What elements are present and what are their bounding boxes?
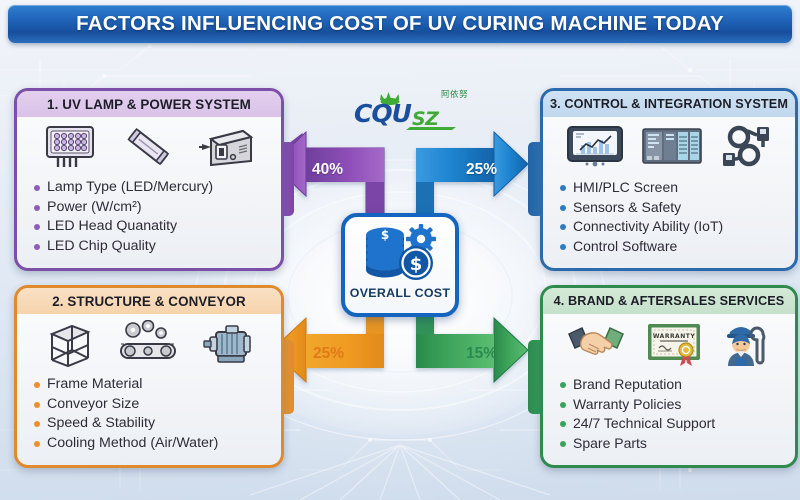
coins-stack-gear-dollar-icon: $ (366, 224, 436, 280)
card-icons-3 (543, 117, 795, 175)
steel-frame-icon (49, 324, 91, 368)
list-item: Spare Parts (559, 434, 795, 454)
handshake-icon (568, 326, 625, 355)
list-item: LED Head Quanatity (33, 217, 281, 237)
power-supply-unit-icon (198, 129, 253, 167)
svg-text:$: $ (410, 254, 423, 275)
arrow-label-bottom-right: 15% (466, 345, 498, 362)
quadrant-card-structure-conveyor[interactable]: 2. STRUCTURE & CONVEYOR (14, 285, 284, 468)
list-item: Cooling Method (Air/Water) (33, 434, 281, 454)
list-item: 24/7 Technical Support (559, 414, 795, 434)
plc-module-icon (642, 128, 702, 164)
card-list-2: Frame Material Conveyor Size Speed & Sta… (17, 372, 281, 453)
list-item: Lamp Type (LED/Mercury) (33, 178, 281, 198)
list-item: LED Chip Quality (33, 237, 281, 257)
logo-mark: CQU SZ (354, 92, 456, 130)
card-list-4: Brand Reputation Warranty Policies 24/7 … (543, 372, 795, 453)
list-item: Speed & Stability (33, 414, 281, 434)
card-list-1: Lamp Type (LED/Mercury) Power (W/cm²) LE… (17, 175, 281, 256)
overall-cost-hub[interactable]: $ (341, 213, 459, 317)
leaf-sun-icon (380, 92, 400, 106)
technician-wrench-icon (726, 326, 765, 366)
logo-chinese-text: 阿依努 (440, 90, 468, 100)
list-item: Power (W/cm²) (33, 198, 281, 218)
card-list-3: HMI/PLC Screen Sensors & Safety Connecti… (543, 175, 795, 256)
list-item: Connectivity Ability (IoT) (559, 217, 795, 237)
card-icons-2 (17, 314, 281, 372)
list-item: Conveyor Size (33, 395, 281, 415)
quadrant-card-control-integration-system[interactable]: 3. CONTROL & INTEGRATION SYSTEM (540, 88, 798, 271)
quadrant-card-uv-lamp-power-system[interactable]: 1. UV LAMP & POWER SYSTEM (14, 88, 284, 271)
led-lamp-array-icon (46, 126, 95, 167)
list-item: Warranty Policies (559, 395, 795, 415)
svg-text:SZ: SZ (412, 108, 440, 130)
warranty-certificate-icon: WARRANTY (647, 324, 700, 366)
card-title-2: 2. STRUCTURE & CONVEYOR (17, 288, 281, 314)
list-item: Brand Reputation (559, 375, 795, 395)
brand-logo: CQU SZ 阿依努 (352, 86, 470, 130)
quadrant-card-brand-aftersales-services[interactable]: 4. BRAND & AFTERSALES SERVICES WARRANTY (540, 285, 798, 468)
card-title-1: 1. UV LAMP & POWER SYSTEM (17, 91, 281, 117)
card-title-3: 3. CONTROL & INTEGRATION SYSTEM (543, 91, 795, 117)
card-icons-4: WARRANTY (543, 314, 795, 372)
card-title-4: 4. BRAND & AFTERSALES SERVICES (543, 288, 795, 314)
svg-text:CQU: CQU (354, 99, 412, 128)
conveyor-belt-gears-icon (119, 320, 176, 359)
svg-text:WARRANTY: WARRANTY (653, 333, 695, 340)
card-icons-1 (17, 117, 281, 175)
svg-text:$: $ (381, 228, 389, 242)
arrow-label-top-left: 40% (312, 161, 344, 178)
arrow-label-top-right: 25% (466, 161, 498, 178)
electric-motor-icon (203, 325, 252, 363)
page-title-bar: FACTORS INFLUENCING COST OF UV CURING MA… (8, 5, 792, 43)
list-item: Frame Material (33, 375, 281, 395)
list-item: Sensors & Safety (559, 198, 795, 218)
list-item: Control Software (559, 237, 795, 257)
page-title: FACTORS INFLUENCING COST OF UV CURING MA… (76, 12, 724, 35)
usb-cable-icon (723, 125, 769, 167)
list-item: HMI/PLC Screen (559, 178, 795, 198)
overall-cost-label: OVERALL COST (349, 286, 451, 300)
uv-tube-lamp-icon (127, 128, 170, 166)
hmi-touch-screen-icon (567, 126, 623, 167)
arrow-label-bottom-left: 25% (313, 345, 345, 362)
